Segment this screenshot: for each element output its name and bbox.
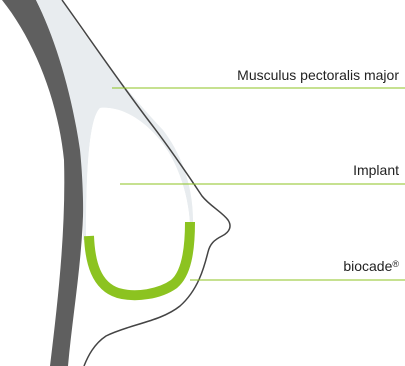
registered-mark: ® (392, 259, 399, 269)
label-biocade-text: biocade (343, 258, 392, 274)
label-musculus-pectoralis-major: Musculus pectoralis major (237, 67, 399, 83)
label-implant-text: Implant (353, 162, 399, 178)
label-biocade: biocade® (343, 258, 399, 274)
implant (86, 108, 190, 240)
label-muscle-text: Musculus pectoralis major (237, 67, 399, 83)
label-implant: Implant (353, 162, 399, 178)
